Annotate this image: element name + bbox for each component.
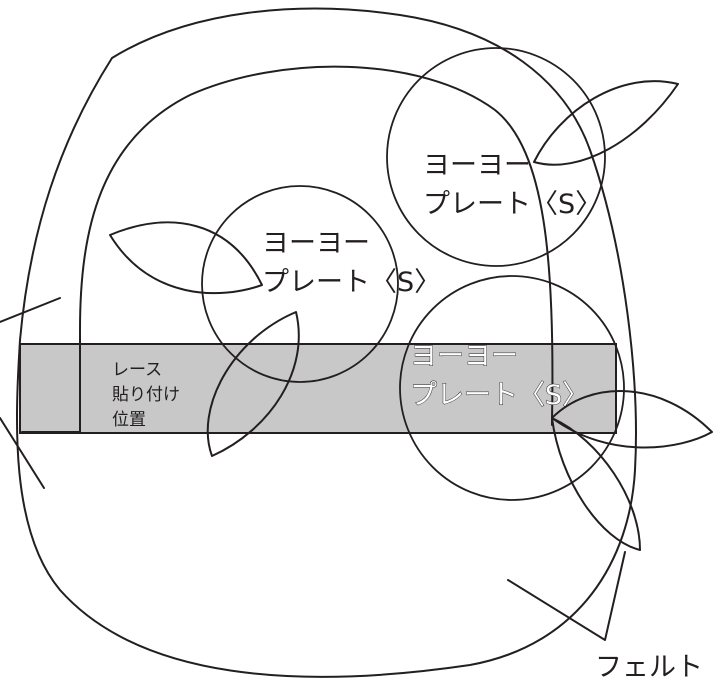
yoyo-circle-bottom-right (399, 275, 625, 501)
basket-outer-outline (15, 7, 637, 678)
felt-label: フェルト (595, 652, 703, 683)
leaf-top-right (533, 80, 679, 166)
lace-label-line3: 位置 (112, 410, 146, 430)
lace-label-line2: 貼り付け (112, 385, 180, 405)
yoyo-bottom-right-label-line2: プレート〈S〉 (410, 380, 589, 411)
yoyo-circle-left (201, 185, 399, 383)
handle-inner-arc (79, 65, 554, 433)
yoyo-top-right-label-line1: ヨーヨー (423, 150, 531, 181)
lace-label-line1: レース (112, 360, 162, 380)
felt-leader-line (507, 551, 626, 641)
leaf-left-upper (109, 221, 263, 295)
leaf-right-lower (551, 417, 641, 551)
lace-band (19, 343, 617, 434)
leaf-left-lower (206, 311, 300, 457)
yoyo-bottom-right-label-line1: ヨーヨー (410, 341, 518, 372)
felt-stroke-left-bottom (0, 417, 45, 489)
felt-stroke-left-top (0, 297, 61, 323)
yoyo-left-label-line1: ヨーヨー (262, 228, 370, 259)
yoyo-top-right-label-line2: プレート〈S〉 (423, 189, 602, 220)
yoyo-circle-top-right (386, 47, 606, 267)
yoyo-left-label-line2: プレート〈S〉 (262, 267, 441, 298)
